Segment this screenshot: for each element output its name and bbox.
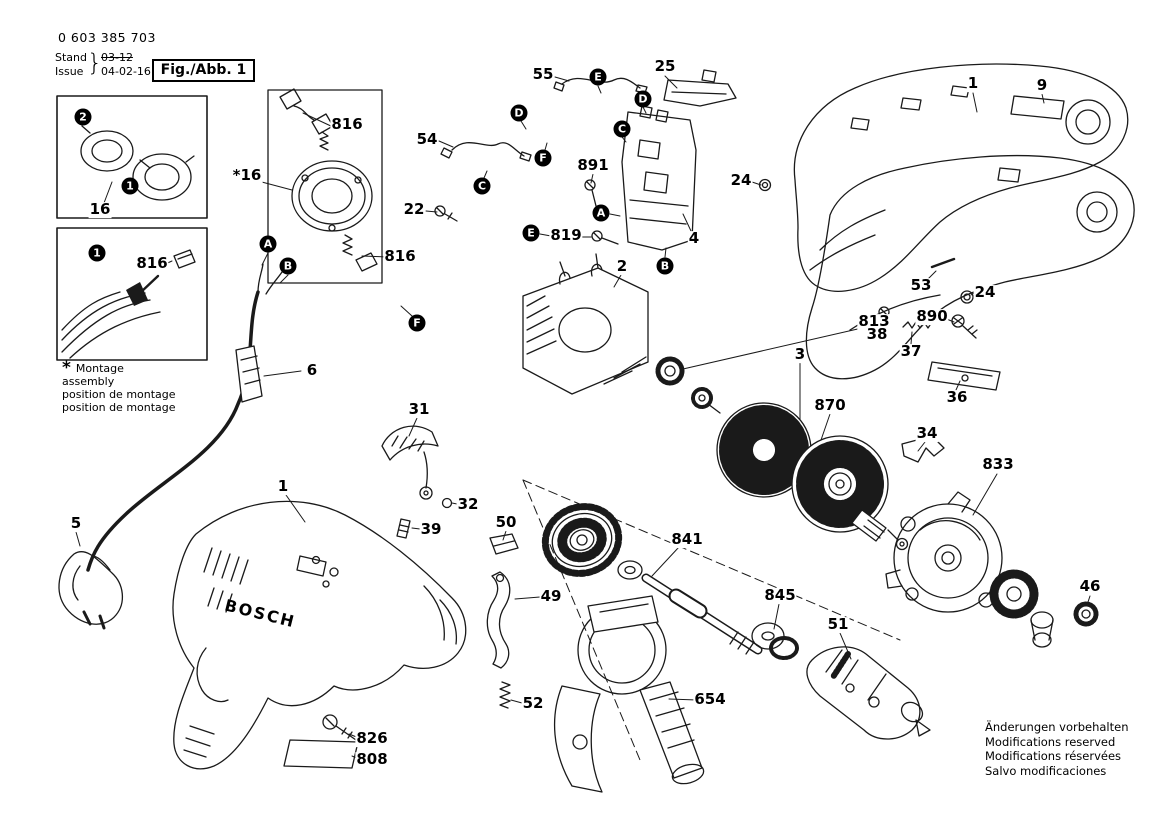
brush-assembly-drawing — [267, 88, 383, 284]
issue-date: 04-02-16 — [101, 65, 151, 78]
notice-line-de: Änderungen vorbehalten — [985, 720, 1129, 734]
bearing-plate-drawing — [885, 491, 1099, 648]
notice-line-es: Salvo modificaciones — [985, 763, 1107, 778]
small-parts-top — [434, 77, 648, 222]
footnote-line: assembly — [62, 375, 115, 388]
drivetrain-drawing — [541, 503, 931, 740]
modifications-notice: Änderungen vorbehalten Modifications res… — [985, 720, 1155, 778]
footnote-line: position de montage — [62, 401, 176, 414]
footnote-asterisk: * — [62, 358, 71, 378]
superseded-date: 03-12 — [101, 51, 133, 64]
mounting-position-footnote: * Montage assembly position de montage p… — [62, 358, 222, 415]
auxiliary-handle-drawing — [554, 595, 705, 793]
issue-label: Issue — [55, 65, 84, 78]
motor-housing-drawing — [793, 63, 1135, 391]
notice-line-en: Modifications reserved — [985, 734, 1116, 749]
footnote-line: Montage — [75, 362, 124, 375]
date-brace: } — [87, 49, 103, 77]
footnote-line: position de montage — [62, 388, 176, 401]
motor-drawing — [522, 253, 945, 551]
axis-lines — [522, 479, 901, 761]
figure-label: Fig./Abb. 1 — [152, 59, 255, 82]
stand-label: Stand — [55, 51, 87, 64]
detail-box-816 — [56, 227, 208, 361]
switch-assembly-drawing — [584, 69, 772, 251]
detail-box-16 — [56, 95, 208, 219]
document-part-number: 0 603 385 703 — [58, 30, 156, 45]
drill-body-drawing — [58, 263, 519, 770]
notice-line-fr: Modifications réservées — [985, 749, 1122, 763]
